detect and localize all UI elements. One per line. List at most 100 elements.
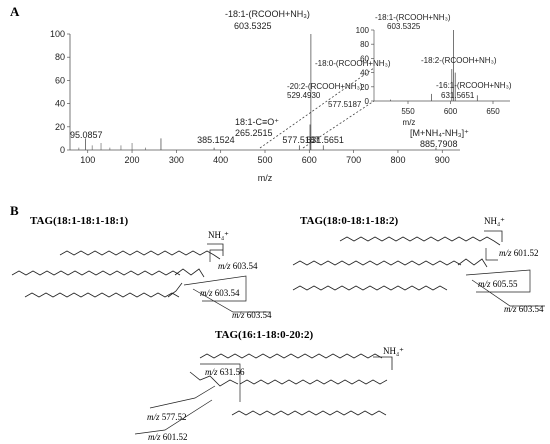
structure-2-bracket <box>484 230 503 242</box>
panel-a-letter: A <box>10 4 20 19</box>
x-tick-label: 400 <box>213 155 228 165</box>
x-tick-label: 600 <box>444 107 458 116</box>
inset-label-529: 529.4930 <box>287 91 321 100</box>
structure-3-fragment-box-2 <box>149 385 216 409</box>
structure-2-chain-bottom <box>292 285 448 291</box>
frag-value: 601.52 <box>514 248 539 258</box>
panel-b-letter: B <box>10 203 19 218</box>
label-265: 265.2515 <box>235 128 273 138</box>
structure-3-ion: NH₄⁺ <box>383 346 404 356</box>
structure-3-fragment-box-1 <box>200 363 241 402</box>
structure-2-fragment-box-1 <box>485 248 498 261</box>
frag-value: 603.54 <box>215 288 240 298</box>
structure-1-chain-mid <box>11 270 181 276</box>
mz-prefix: m/z <box>232 310 245 320</box>
label-base-peak: 603.5325 <box>234 21 272 31</box>
structure-3-glycerol <box>189 371 239 387</box>
y-tick-label: 60 <box>360 54 369 63</box>
mz-prefix: m/z <box>504 304 517 314</box>
structure-1-fragment-box-3 <box>192 288 270 313</box>
structure-2-frag-2: m/z 605.55 <box>478 279 518 289</box>
label-95: 95.0857 <box>70 130 103 140</box>
structure-3-frag-1: m/z 631.56 <box>205 367 245 377</box>
inset-annot-18-1: -18:1-(RCOOH+NH₃) <box>375 13 451 22</box>
frag-value: 603.54 <box>519 304 544 314</box>
inset-annot-20-2: -20:2-(RCOOH+NH₃) <box>287 82 363 91</box>
y-tick-label: 20 <box>55 122 65 132</box>
zoom-line-left <box>259 67 375 149</box>
structure-1-fragment-box-1 <box>209 249 223 262</box>
x-tick-label: 200 <box>125 155 140 165</box>
structure-1-frag-1: m/z 603.54 <box>218 261 258 271</box>
structure-1-name: TAG(18:1-18:1-18:1) <box>30 215 128 227</box>
x-tick-label: 650 <box>486 107 500 116</box>
annot-parent: [M+NH₄-NH₃]⁺ <box>410 128 469 138</box>
x-tick-label: 800 <box>390 155 405 165</box>
y-tick-label: 40 <box>360 69 369 78</box>
annot-base-peak: -18:1-(RCOOH+NH₃) <box>225 9 310 19</box>
structure-2-glycerol <box>457 258 488 268</box>
structure-tag-18-1-18-1-18-1: TAG(18:1-18:1-18:1) NH₄⁺ m/z 603.54 m/z … <box>11 215 272 320</box>
x-tick-label: 600 <box>302 155 317 165</box>
frag-value: 603.54 <box>247 310 272 320</box>
mz-prefix: m/z <box>478 279 491 289</box>
structure-2-fragment-box-3 <box>471 279 545 307</box>
inset-label-577: 577.5187 <box>328 100 362 109</box>
label-631: 631.5651 <box>306 135 344 145</box>
mz-prefix: m/z <box>205 367 218 377</box>
structure-1-frag-2: m/z 603.54 <box>200 288 240 298</box>
y-tick-label: 40 <box>55 99 65 109</box>
structure-tag-16-1-18-0-20-2: TAG(16:1-18:0-20:2) NH₄⁺ m/z 631.56 m/z … <box>134 329 404 442</box>
x-tick-label: 100 <box>80 155 95 165</box>
structure-1-ester-bottom <box>167 282 183 298</box>
mz-prefix: m/z <box>200 288 213 298</box>
inset-label-631: 631.5651 <box>441 91 475 100</box>
y-tick-label: 20 <box>360 83 369 92</box>
structure-3-fragment-box-3 <box>134 399 213 435</box>
frag-value: 577.52 <box>162 412 187 422</box>
structure-1-frag-3: m/z 603.54 <box>232 310 272 320</box>
mz-prefix: m/z <box>499 248 512 258</box>
peaks <box>78 34 437 150</box>
structure-3-frag-2: m/z 577.52 <box>147 412 187 422</box>
structure-2-ion: NH₄⁺ <box>484 216 505 226</box>
y-tick-label: 100 <box>50 29 65 39</box>
inset-label-603: 603.5325 <box>387 22 421 31</box>
structure-2-frag-3: m/z 603.54 <box>504 304 544 314</box>
y-tick-label: 100 <box>356 26 370 35</box>
inset-annot-18-0: -18:0-(RCOOH+NH₃) <box>315 59 391 68</box>
y-tick-label: 60 <box>55 75 65 85</box>
structure-1-bracket <box>207 243 224 256</box>
structure-1-chain-top <box>59 250 221 260</box>
x-tick-label: 700 <box>346 155 361 165</box>
structure-tag-18-0-18-1-18-2: TAG(18:0-18:1-18:2) NH₄⁺ m/z 601.52 m/z … <box>292 215 545 314</box>
mz-prefix: m/z <box>147 412 160 422</box>
y-tick-label: 0 <box>60 145 65 155</box>
structure-2-fragment-box-2 <box>465 269 531 293</box>
structure-3-chain-bottom <box>231 410 387 416</box>
frag-value: 631.56 <box>220 367 245 377</box>
x-tick-label: 500 <box>257 155 272 165</box>
y-ticks: 0 20 40 60 80 100 <box>50 29 70 155</box>
inset-peaks <box>390 30 478 101</box>
label-385: 385.1524 <box>197 135 235 145</box>
mz-prefix: m/z <box>148 432 161 442</box>
x-tick-label: 900 <box>435 155 450 165</box>
inset-x-label: m/z <box>403 118 416 127</box>
structure-3-frag-3: m/z 601.52 <box>148 432 188 442</box>
structure-2-chain-top <box>339 236 501 246</box>
structure-2-frag-1: m/z 601.52 <box>499 248 539 258</box>
y-tick-label: 80 <box>55 52 65 62</box>
label-885: 885.7908 <box>420 139 458 149</box>
y-tick-label: 0 <box>365 97 370 106</box>
structure-1-glycerol <box>174 268 205 278</box>
structure-3-chain-mid <box>239 379 388 385</box>
x-tick-label: 550 <box>401 107 415 116</box>
structure-1-fragment-box-2 <box>183 275 247 302</box>
structure-1-ion: NH₄⁺ <box>208 230 229 240</box>
label-577: 577.5187 <box>282 135 320 145</box>
